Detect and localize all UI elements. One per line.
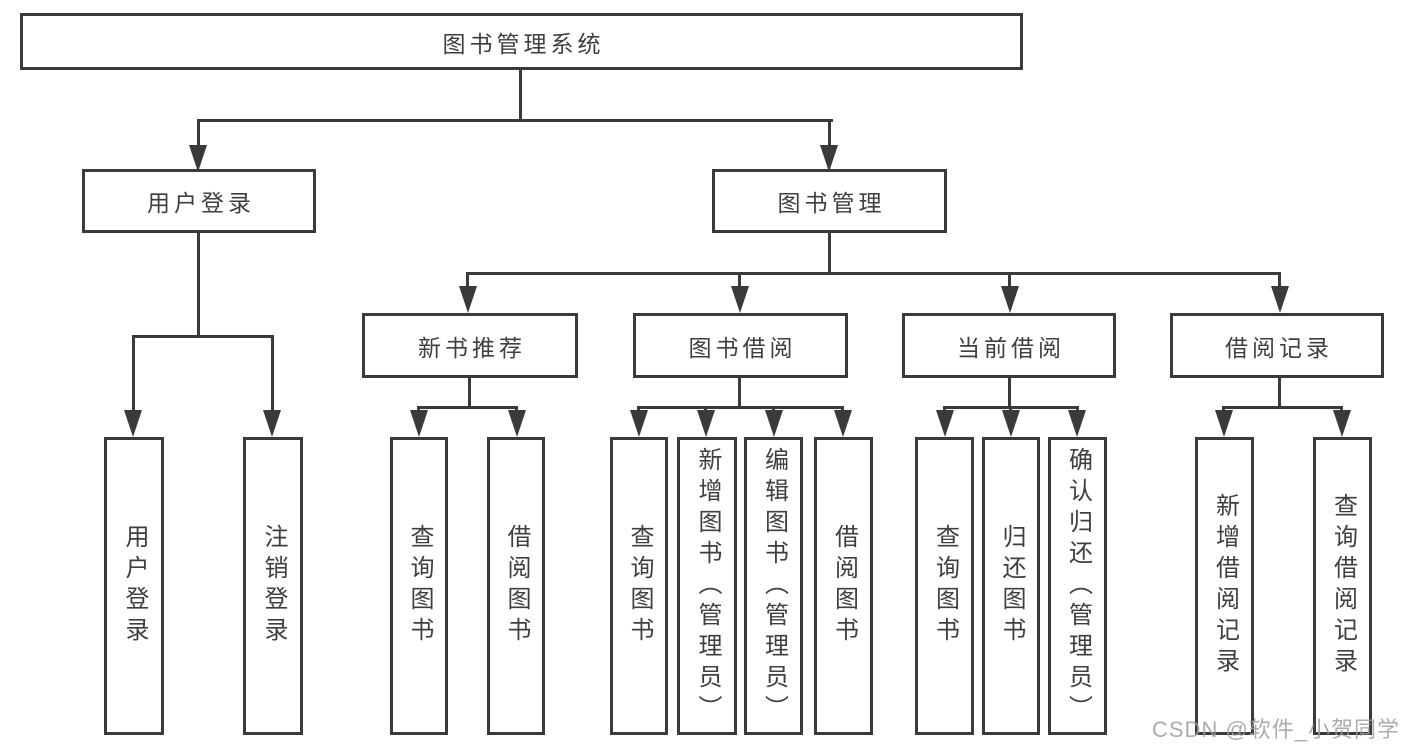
node-book-management: 图书管理 — [712, 169, 947, 233]
arrowhead — [459, 286, 477, 313]
connector-stem — [197, 119, 200, 151]
node-book-borrow: 图书借阅 — [633, 313, 848, 378]
leaf-query-books-recommend: 查询图书 — [390, 437, 448, 735]
arrowhead — [1271, 286, 1289, 313]
node-current-borrow-label: 当前借阅 — [957, 334, 1065, 361]
leaf-add-book-admin-label: 新增图书（管理员） — [694, 446, 721, 726]
csdn-watermark: CSDN @软件_小贺同学 — [1152, 717, 1401, 742]
node-borrow-records-label: 借阅记录 — [1225, 334, 1333, 361]
leaf-logout: 注销登录 — [243, 437, 303, 735]
connector-bar — [466, 272, 1281, 275]
node-user-login: 用户登录 — [82, 169, 316, 233]
arrowhead — [263, 410, 281, 437]
leaf-query-books-current: 查询图书 — [915, 437, 974, 735]
connector-stem — [738, 376, 741, 409]
node-borrow-records: 借阅记录 — [1170, 313, 1384, 378]
node-new-book-recommend: 新书推荐 — [362, 313, 578, 378]
node-root: 图书管理系统 — [20, 13, 1023, 70]
arrowhead — [630, 410, 648, 437]
arrowhead — [124, 410, 142, 437]
connector-stem — [466, 272, 469, 290]
node-current-borrow: 当前借阅 — [902, 313, 1116, 378]
connector-stem — [519, 69, 522, 122]
leaf-return-books-label: 归还图书 — [998, 524, 1025, 648]
leaf-borrow-books-recommend-label: 借阅图书 — [503, 524, 530, 648]
connector-bar — [1222, 406, 1343, 409]
arrowhead — [410, 410, 428, 437]
connector-stem — [271, 335, 274, 413]
connector-stem — [197, 232, 200, 338]
node-root-label: 图书管理系统 — [442, 30, 605, 57]
arrowhead — [936, 410, 954, 437]
arrowhead — [1068, 410, 1086, 437]
leaf-query-books-borrow: 查询图书 — [610, 437, 668, 735]
leaf-add-borrow-record: 新增借阅记录 — [1195, 437, 1254, 735]
leaf-query-books-borrow-label: 查询图书 — [626, 524, 653, 648]
connector-bar — [417, 406, 518, 409]
connector-stem — [738, 272, 741, 290]
node-book-borrow-label: 图书借阅 — [688, 334, 797, 361]
leaf-add-book-admin: 新增图书（管理员） — [677, 437, 737, 735]
leaf-borrow-books-recommend: 借阅图书 — [487, 437, 545, 735]
arrowhead — [1215, 410, 1233, 437]
connector-stem — [1008, 376, 1011, 409]
arrowhead — [1002, 410, 1020, 437]
connector-stem — [132, 335, 135, 413]
connector-stem — [828, 232, 831, 275]
leaf-query-borrow-record: 查询借阅记录 — [1313, 437, 1372, 735]
leaf-edit-book-admin-label: 编辑图书（管理员） — [760, 446, 788, 726]
leaf-query-books-recommend-label: 查询图书 — [406, 524, 433, 648]
leaf-user-login-label: 用户登录 — [121, 524, 148, 648]
arrowhead — [731, 286, 749, 313]
leaf-borrow-books: 借阅图书 — [814, 437, 873, 735]
connector-stem — [468, 376, 471, 409]
leaf-user-login: 用户登录 — [104, 437, 164, 735]
arrowhead — [1333, 410, 1351, 437]
node-book-management-label: 图书管理 — [777, 190, 886, 216]
arrowhead — [1001, 286, 1019, 313]
leaf-edit-book-admin: 编辑图书（管理员） — [744, 437, 803, 735]
connector-bar — [637, 406, 844, 409]
leaf-return-books: 归还图书 — [982, 437, 1040, 735]
leaf-borrow-books-label: 借阅图书 — [830, 524, 858, 648]
connector-stem — [1278, 272, 1281, 290]
node-new-book-recommend-label: 新书推荐 — [418, 334, 526, 361]
leaf-confirm-return-admin-label: 确认归还（管理员） — [1064, 446, 1092, 726]
arrowhead — [834, 410, 852, 437]
arrowhead — [508, 410, 526, 437]
connector-stem — [1008, 272, 1011, 290]
arrowhead — [697, 410, 715, 437]
leaf-query-books-current-label: 查询图书 — [931, 524, 959, 648]
node-user-login-label: 用户登录 — [147, 190, 255, 216]
leaf-confirm-return-admin: 确认归还（管理员） — [1048, 437, 1107, 735]
leaf-add-borrow-record-label: 新增借阅记录 — [1211, 493, 1239, 679]
leaf-logout-label: 注销登录 — [260, 524, 287, 648]
leaf-query-borrow-record-label: 查询借阅记录 — [1329, 493, 1357, 679]
arrowhead — [820, 145, 838, 172]
connector-stem — [1278, 376, 1281, 409]
arrowhead — [765, 410, 783, 437]
connector-bar — [132, 335, 274, 338]
connector-stem — [828, 119, 831, 151]
arrowhead — [189, 145, 207, 172]
connector-bar — [197, 119, 833, 122]
